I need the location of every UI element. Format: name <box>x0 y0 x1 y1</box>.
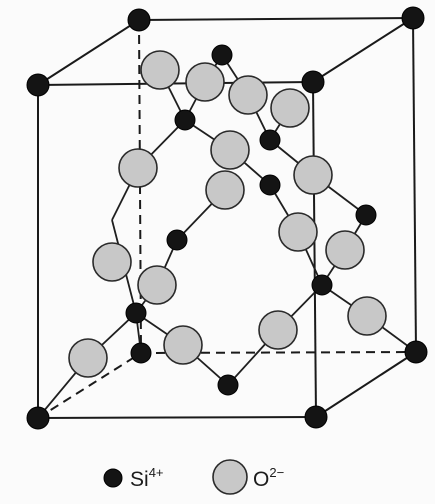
oxygen-atom <box>138 266 176 304</box>
silicon-atom <box>126 303 146 323</box>
oxygen-atom <box>206 171 244 209</box>
cell-edge <box>313 18 413 82</box>
oxygen-atom <box>164 326 202 364</box>
silicon-atom <box>218 375 238 395</box>
legend: Si4+ O2− <box>104 460 284 494</box>
silicon-atom <box>212 45 232 65</box>
oxygen-atom <box>141 51 179 89</box>
legend-o-symbol <box>213 460 247 494</box>
oxygen-atom <box>229 76 267 114</box>
silicon-atom <box>305 406 327 428</box>
cell-edge <box>38 20 139 85</box>
silicon-atom <box>27 407 49 429</box>
oxygen-atom <box>211 131 249 169</box>
silicon-atom <box>27 74 49 96</box>
silicon-atom <box>167 230 187 250</box>
silicon-atom <box>402 7 424 29</box>
oxygen-atom <box>259 311 297 349</box>
silicon-atom <box>128 9 150 31</box>
silicon-atom <box>302 71 324 93</box>
cell-edge <box>38 82 313 85</box>
cell-edge <box>139 18 413 20</box>
oxygen-atom <box>294 156 332 194</box>
silicon-atom <box>405 341 427 363</box>
oxygen-atom <box>271 89 309 127</box>
silicon-atom <box>312 275 332 295</box>
legend-o-label: O2− <box>253 465 284 491</box>
cell-edge <box>38 417 316 418</box>
silicon-atom <box>131 343 151 363</box>
silicon-atom <box>356 205 376 225</box>
oxygen-atom <box>279 213 317 251</box>
legend-si-charge: 4+ <box>149 465 164 480</box>
oxygen-atom <box>69 339 107 377</box>
legend-si-label: Si4+ <box>130 465 164 491</box>
silicon-atom <box>260 175 280 195</box>
oxygen-atom <box>348 297 386 335</box>
legend-o-charge: 2− <box>269 465 284 480</box>
cell-edge <box>413 18 416 352</box>
oxygen-atoms <box>69 51 386 377</box>
legend-si-symbol <box>104 469 122 487</box>
legend-si-element: Si <box>130 468 149 491</box>
legend-o-element: O <box>253 468 269 491</box>
oxygen-atom <box>119 149 157 187</box>
silicon-atom <box>260 130 280 150</box>
silicon-atom <box>175 110 195 130</box>
oxygen-atom <box>186 63 224 101</box>
cell-edge <box>313 82 316 417</box>
cell-edge <box>316 352 416 417</box>
oxygen-atom <box>93 243 131 281</box>
oxygen-atom <box>326 231 364 269</box>
